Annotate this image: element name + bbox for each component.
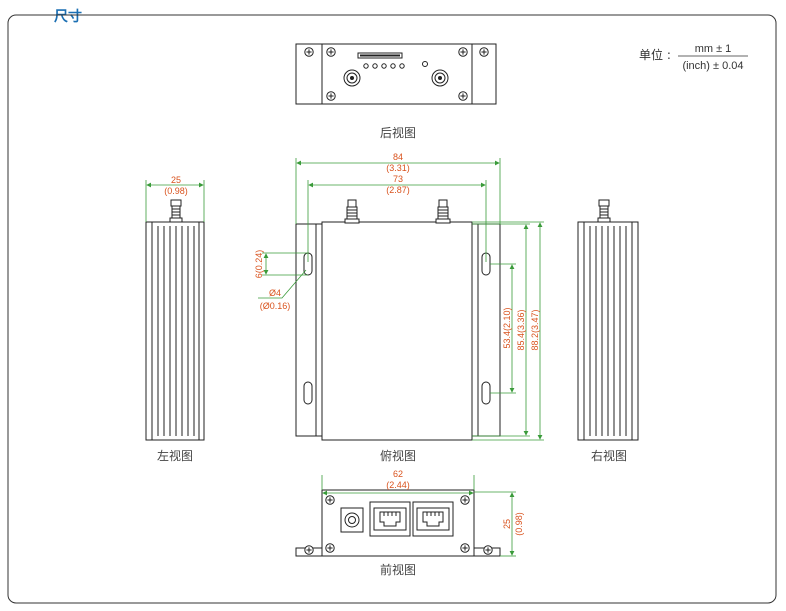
top-overall-in: (3.31) xyxy=(386,163,410,173)
body-length: 85.4(3.36) xyxy=(516,309,526,350)
top-body-mm: 73 xyxy=(393,174,403,184)
slot-height: 6(0.24) xyxy=(254,250,264,279)
left-view xyxy=(145,180,205,441)
front-width-in: (2.44) xyxy=(386,480,410,490)
front-view-caption: 前视图 xyxy=(380,562,416,577)
top-view xyxy=(258,158,544,441)
unit-label: 单位 : xyxy=(639,47,671,62)
overall-length: 88.2(3.47) xyxy=(530,309,540,350)
hole-dia-in: (Ø0.16) xyxy=(260,301,291,311)
top-body-in: (2.87) xyxy=(386,185,410,195)
section-title: 尺寸 xyxy=(50,6,86,26)
front-view xyxy=(295,475,516,557)
hole-dia-mm: Ø4 xyxy=(269,288,281,298)
rear-view-caption: 后视图 xyxy=(380,125,416,140)
left-width-mm: 25 xyxy=(171,175,181,185)
hole-pitch: 53.4(2.10) xyxy=(502,307,512,348)
unit-numerator: mm ± 1 xyxy=(695,43,732,55)
top-view-caption: 俯视图 xyxy=(380,448,416,463)
right-view-caption: 右视图 xyxy=(591,448,627,463)
rear-view xyxy=(295,43,497,105)
front-width-mm: 62 xyxy=(393,469,403,479)
unit-denominator: (inch) ± 0.04 xyxy=(682,60,743,72)
front-height-in: (0.98) xyxy=(514,512,524,536)
top-overall-mm: 84 xyxy=(393,152,403,162)
unit-indicator: 单位 : mm ± 1 (inch) ± 0.04 xyxy=(639,43,748,72)
left-width-in: (0.98) xyxy=(164,186,188,196)
front-height-mm: 25 xyxy=(502,519,512,529)
right-view xyxy=(577,199,639,441)
outer-frame xyxy=(7,14,777,604)
left-view-caption: 左视图 xyxy=(157,448,193,463)
